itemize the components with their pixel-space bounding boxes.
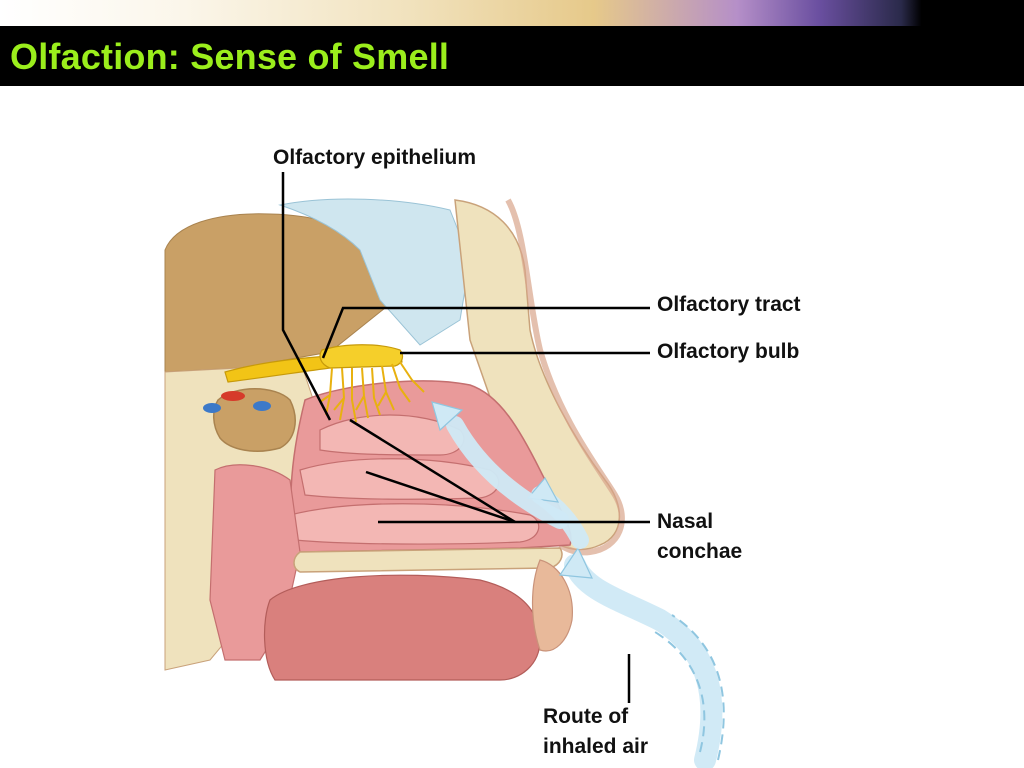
label-nasal-conchae-line1: Nasal [657, 510, 714, 533]
blood-vessel-blue [203, 403, 221, 413]
tongue [263, 574, 541, 681]
leader-conchae-2 [365, 470, 516, 524]
label-olfactory-bulb: Olfactory bulb [657, 340, 800, 363]
olfactory-nerve [224, 344, 425, 423]
blood-vessel-blue-2 [253, 401, 271, 411]
decorative-top-strip [0, 0, 1024, 26]
label-olfactory-epithelium: Olfactory epithelium [273, 146, 477, 169]
label-route-of-air-line1: Route of [543, 705, 629, 728]
label-route-of-air-line2: inhaled air [543, 735, 649, 758]
leader-tract [321, 306, 650, 359]
olfactory-bulb-shape [319, 344, 404, 369]
leader-lines [281, 172, 650, 703]
inferior-concha [289, 503, 540, 545]
slide-title: Olfaction: Sense of Smell [10, 36, 450, 77]
airflow-upper-stream [446, 416, 569, 529]
blood-vessel-red [221, 391, 245, 401]
airflow-dashed-outline [671, 614, 725, 761]
upper-lip [531, 559, 573, 652]
airflow-main-stream [564, 554, 723, 768]
sphenoid-sinus [213, 388, 296, 452]
label-olfactory-tract: Olfactory tract [657, 293, 801, 316]
airflow-arrows [431, 401, 725, 768]
head-cross-section [164, 198, 625, 681]
leader-conchae-1 [349, 418, 516, 524]
leader-epithelium [281, 172, 332, 421]
label-nasal-conchae-line2: conchae [657, 540, 743, 563]
airflow-lower-arrow-head [558, 546, 593, 579]
hard-palate [293, 547, 563, 573]
airflow-upper-arrow-head [431, 401, 464, 432]
airflow-dashed-outline-2 [654, 631, 706, 753]
nose-skin [505, 198, 625, 556]
olfactory-nerve-fibers [319, 361, 425, 423]
title-bar [0, 26, 1024, 86]
